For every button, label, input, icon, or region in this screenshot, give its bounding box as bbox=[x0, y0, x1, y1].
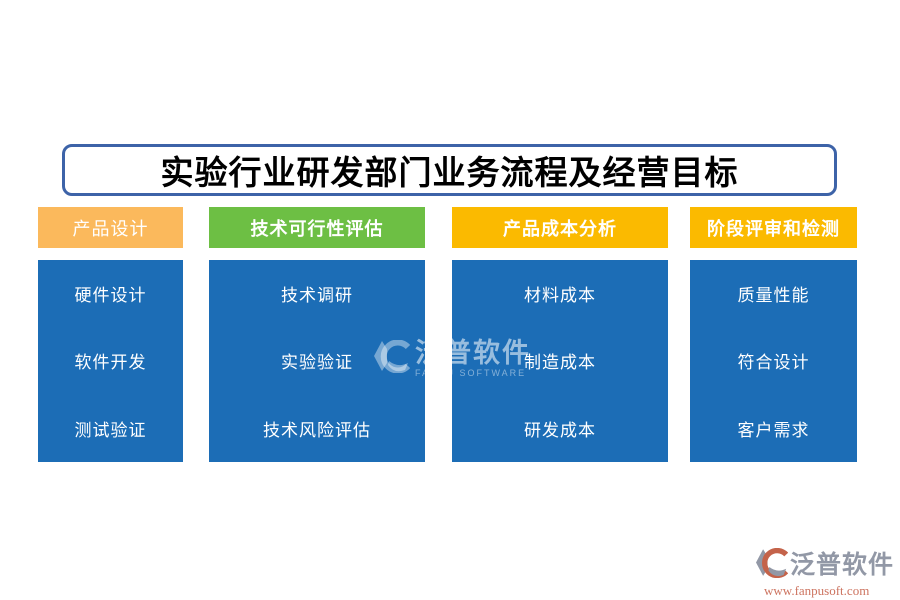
flow-item: 实验验证 bbox=[281, 353, 353, 373]
flow-item: 硬件设计 bbox=[74, 286, 147, 306]
flow-item: 符合设计 bbox=[737, 353, 810, 373]
vendor-website-url: www.fanpusoft.com bbox=[764, 583, 870, 598]
flow-item: 研发成本 bbox=[524, 420, 596, 440]
column-product-design: 产品设计 硬件设计 软件开发 测试验证 bbox=[38, 207, 183, 462]
column-item-box: 质量性能 符合设计 客户需求 bbox=[690, 260, 857, 462]
fanpu-logo-icon bbox=[756, 547, 789, 582]
column-tech-feasibility: 技术可行性评估 技术调研 实验验证 技术风险评估 bbox=[209, 207, 425, 462]
column-header: 产品设计 bbox=[38, 207, 183, 248]
flow-item: 技术风险评估 bbox=[263, 420, 371, 440]
diagram-title: 实验行业研发部门业务流程及经营目标 bbox=[62, 144, 837, 196]
flow-item: 制造成本 bbox=[524, 353, 596, 373]
column-item-box: 材料成本 制造成本 研发成本 bbox=[452, 260, 668, 462]
column-stage-review: 阶段评审和检测 质量性能 符合设计 客户需求 bbox=[690, 207, 857, 462]
column-header: 阶段评审和检测 bbox=[690, 207, 857, 248]
column-header: 产品成本分析 bbox=[452, 207, 668, 248]
vendor-logo: 泛普软件 www.fanpusoft.com bbox=[756, 547, 896, 598]
column-item-box: 技术调研 实验验证 技术风险评估 bbox=[209, 260, 425, 462]
vendor-brand-name: 泛普软件 bbox=[790, 550, 895, 579]
flow-item: 客户需求 bbox=[737, 420, 810, 440]
flow-item: 技术调研 bbox=[281, 286, 353, 306]
column-cost-analysis: 产品成本分析 材料成本 制造成本 研发成本 bbox=[452, 207, 668, 462]
flow-item: 测试验证 bbox=[74, 420, 147, 440]
flow-item: 材料成本 bbox=[524, 286, 596, 306]
column-header: 技术可行性评估 bbox=[209, 207, 425, 248]
flow-item: 软件开发 bbox=[74, 353, 147, 373]
flow-item: 质量性能 bbox=[737, 286, 810, 306]
column-item-box: 硬件设计 软件开发 测试验证 bbox=[38, 260, 183, 462]
